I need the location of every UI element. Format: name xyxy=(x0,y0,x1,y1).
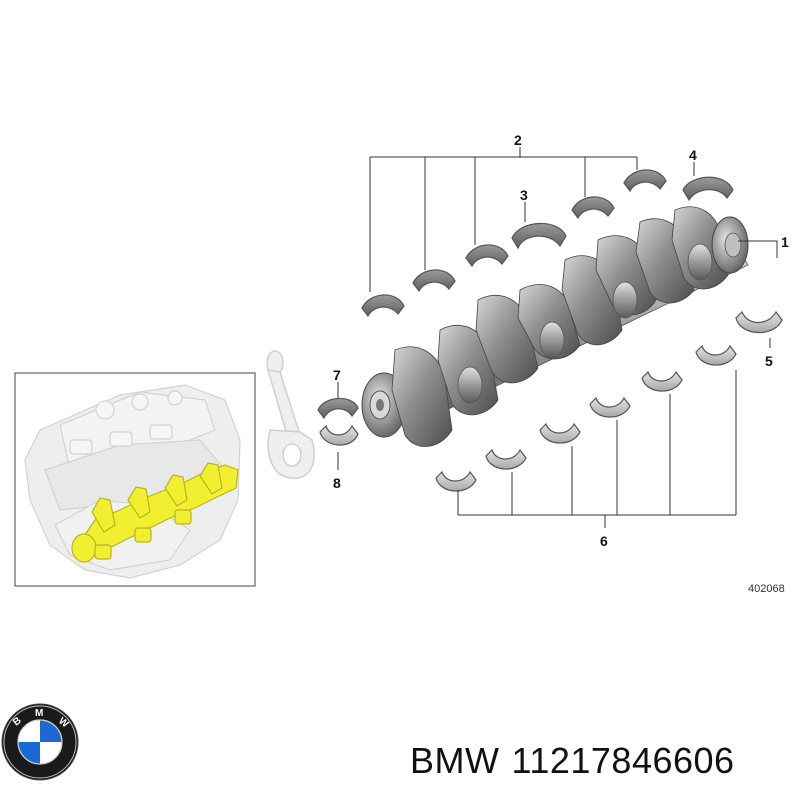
svg-text:M: M xyxy=(35,708,43,719)
part-caption: BMW 11217846606 xyxy=(410,740,747,782)
upper-bearing-shells xyxy=(361,169,734,318)
rod-bearing-shells xyxy=(317,397,359,446)
callout-3: 3 xyxy=(520,187,528,203)
caption-brand: BMW xyxy=(410,740,500,781)
connecting-rod xyxy=(266,350,315,479)
caption-part-number: 11217846606 xyxy=(511,740,735,781)
diagram-reference-number: 402068 xyxy=(748,583,785,595)
highlighted-crankshaft xyxy=(71,462,239,563)
callout-7: 7 xyxy=(333,367,341,383)
callout-6: 6 xyxy=(600,533,608,549)
engine-inset xyxy=(14,372,256,587)
callout-5: 5 xyxy=(765,353,773,369)
callout-labels: 1 2 3 4 5 6 7 8 xyxy=(333,132,789,549)
bmw-logo: B M W xyxy=(1,703,79,781)
lower-bearing-shells xyxy=(435,310,783,492)
leader-lines xyxy=(337,147,778,528)
callout-1: 1 xyxy=(781,234,789,250)
callout-4: 4 xyxy=(689,147,697,163)
callout-2: 2 xyxy=(514,132,522,148)
crankshaft xyxy=(361,206,749,447)
callout-8: 8 xyxy=(333,475,341,491)
